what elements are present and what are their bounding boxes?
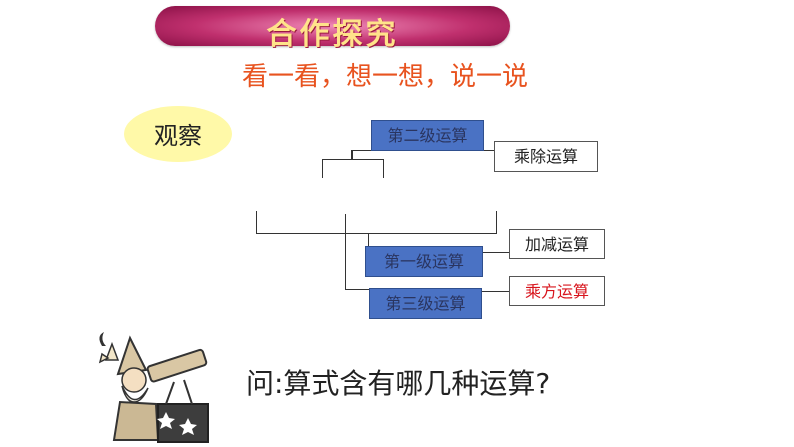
- bracket-small-left: [322, 159, 323, 178]
- bracket-small-top: [322, 159, 384, 160]
- connector-level3-bottom: [345, 289, 370, 290]
- bracket-large-left: [256, 211, 257, 234]
- connector-level1-to-addsub: [482, 252, 510, 253]
- connector-level3-stem: [345, 214, 346, 290]
- connector-level2-stem: [351, 150, 353, 159]
- observe-bubble: 观察: [124, 106, 232, 162]
- power-box: 乘方运算: [509, 276, 605, 306]
- question-text: 问:算式含有哪几种运算?: [246, 367, 551, 400]
- level2-box: 第二级运算: [371, 120, 484, 151]
- level3-box: 第三级运算: [369, 288, 482, 319]
- bracket-small-right: [383, 159, 384, 178]
- title-banner: 合作探究: [155, 6, 510, 52]
- muldiv-box: 乘除运算: [494, 141, 598, 172]
- level1-box: 第一级运算: [365, 246, 483, 277]
- wizard-telescope-icon: [98, 332, 209, 443]
- bracket-large-right: [496, 211, 497, 234]
- connector-level1-stem: [368, 233, 369, 249]
- bracket-large-bottom: [256, 233, 497, 234]
- observe-label: 观察: [154, 122, 202, 150]
- connector-level3-to-power: [482, 291, 510, 292]
- banner-title: 合作探究: [266, 17, 399, 52]
- subtitle: 看一看，想一想，说一说: [241, 62, 528, 92]
- addsub-box: 加减运算: [509, 229, 605, 259]
